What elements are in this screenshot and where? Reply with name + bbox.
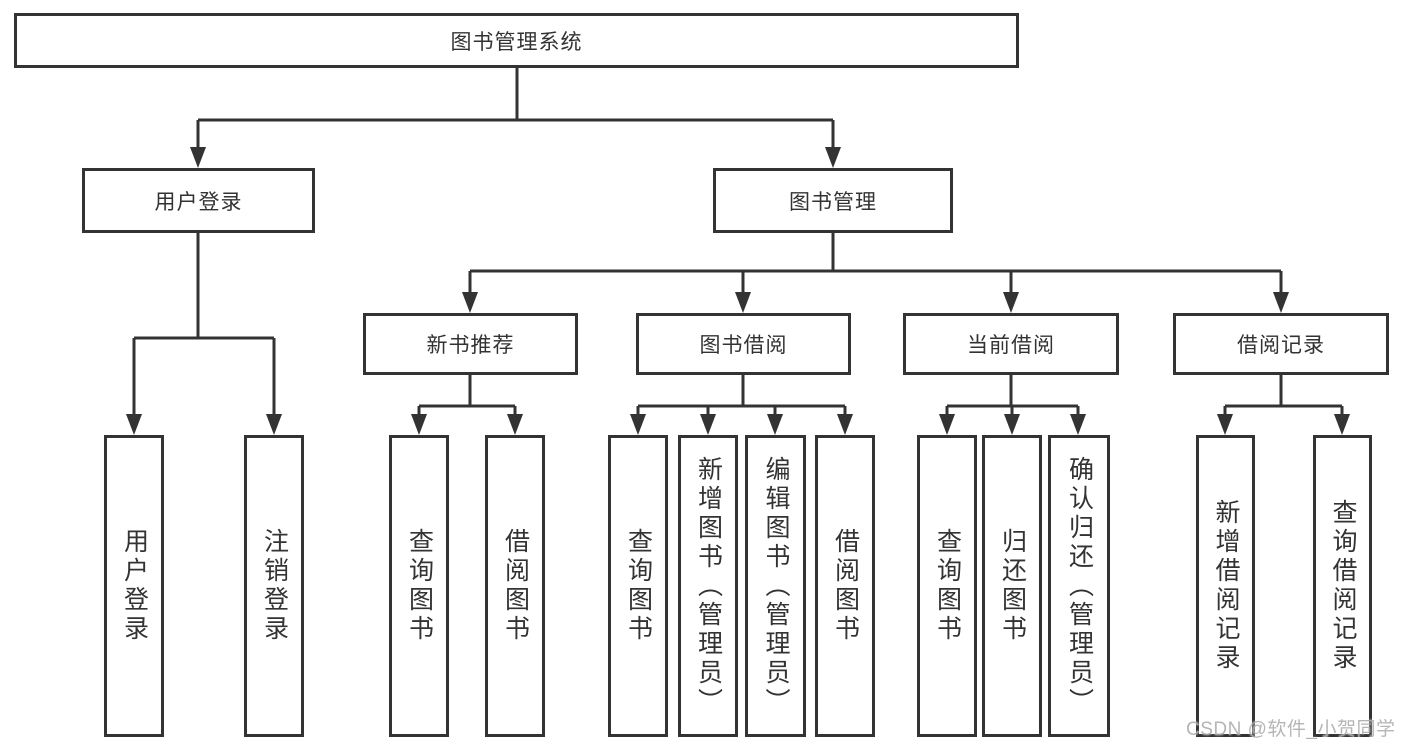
node-current-borrowing: 当前借阅 bbox=[903, 313, 1119, 375]
csdn-watermark: CSDN @软件_小贺同学 bbox=[1186, 719, 1396, 740]
leaf-logout: 注销登录 bbox=[244, 435, 304, 737]
arrowhead bbox=[939, 414, 955, 435]
edge-new-book-recommendation-to-children bbox=[411, 375, 523, 435]
node-borrowing-records: 借阅记录 bbox=[1173, 313, 1389, 375]
edge-user-login-to-children bbox=[126, 233, 282, 435]
arrowhead bbox=[1070, 414, 1086, 435]
arrowhead bbox=[126, 414, 142, 435]
node-user-login: 用户登录 bbox=[82, 168, 315, 233]
leaf-borrowing-add-books-admin: 新增图书（管理员） bbox=[678, 435, 738, 737]
node-book-management: 图书管理 bbox=[713, 168, 953, 233]
arrowhead bbox=[767, 414, 783, 435]
arrowhead bbox=[1334, 414, 1350, 435]
arrowhead bbox=[700, 414, 716, 435]
edge-borrowing-records-to-children bbox=[1217, 375, 1350, 435]
leaf-newbook-query-books: 查询图书 bbox=[389, 435, 449, 737]
arrowhead bbox=[837, 414, 853, 435]
leaf-borrowing-borrow-books: 借阅图书 bbox=[815, 435, 875, 737]
arrowhead bbox=[1217, 414, 1233, 435]
leaf-current-query-books: 查询图书 bbox=[917, 435, 977, 737]
node-book-borrowing: 图书借阅 bbox=[636, 313, 851, 375]
leaf-borrowing-query-books: 查询图书 bbox=[608, 435, 668, 737]
leaf-newbook-borrow-books: 借阅图书 bbox=[485, 435, 545, 737]
arrowhead bbox=[825, 147, 841, 168]
arrowhead bbox=[1004, 414, 1020, 435]
arrowhead bbox=[266, 414, 282, 435]
leaf-current-confirm-return-admin: 确认归还（管理员） bbox=[1048, 435, 1110, 737]
node-library-management-system: 图书管理系统 bbox=[14, 13, 1019, 68]
arrowhead bbox=[462, 292, 478, 313]
edge-book-management-to-children bbox=[462, 233, 1289, 313]
edge-current-borrowing-to-children bbox=[939, 375, 1086, 435]
arrowhead bbox=[1273, 292, 1289, 313]
arrowhead bbox=[1003, 292, 1019, 313]
arrowhead bbox=[507, 414, 523, 435]
leaf-borrowing-edit-books-admin: 编辑图书（管理员） bbox=[745, 435, 806, 737]
leaf-current-return-books: 归还图书 bbox=[982, 435, 1042, 737]
arrowhead bbox=[411, 414, 427, 435]
edge-book-borrowing-to-children bbox=[630, 375, 853, 435]
arrowhead bbox=[190, 147, 206, 168]
arrowhead bbox=[630, 414, 646, 435]
leaf-records-add-borrow-record: 新增借阅记录 bbox=[1196, 435, 1255, 737]
arrowhead bbox=[735, 292, 751, 313]
leaf-records-query-borrow-record: 查询借阅记录 bbox=[1313, 435, 1372, 737]
leaf-user-login: 用户登录 bbox=[104, 435, 164, 737]
node-new-book-recommendation: 新书推荐 bbox=[363, 313, 578, 375]
edge-root-to-level2 bbox=[190, 68, 841, 168]
